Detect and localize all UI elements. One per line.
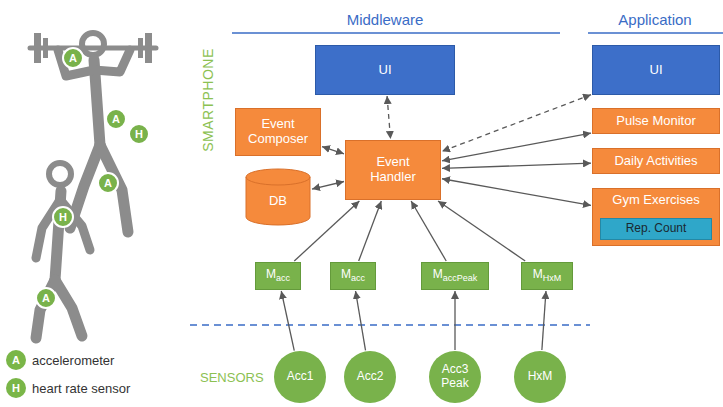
sensor-marker: H [128, 123, 150, 145]
ui-box: UI [592, 45, 720, 95]
node-text: acc [351, 273, 365, 283]
sensor-circle: HxM [514, 351, 566, 403]
node-text: A [112, 113, 120, 126]
node-text: A [104, 177, 112, 190]
node-text: H [59, 211, 67, 224]
connector-arrow [442, 163, 591, 168]
zone-label: SENSORS [200, 370, 264, 385]
module-box: MaccPeak [421, 262, 489, 290]
module-box: Macc [255, 262, 301, 290]
layer-heading: Middleware [347, 11, 424, 28]
process-box: Event Composer [235, 108, 321, 156]
connector-arrow [359, 201, 382, 261]
legend-letter: H [12, 382, 20, 394]
node-text: Rep. Count [626, 222, 687, 236]
connector-arrow [281, 291, 294, 351]
node-text: M [433, 268, 443, 282]
node-text: Gym Exercises [612, 193, 699, 208]
node-text: A [42, 292, 50, 305]
node-text: Acc3 Peak [431, 363, 479, 391]
process-box: Daily Activities [592, 148, 720, 174]
sensor-marker: A [105, 108, 127, 130]
sensor-circle: Acc1 [274, 351, 326, 403]
module-box: Macc [330, 262, 376, 290]
node-text: accPeak [443, 273, 478, 283]
ui-box: UI [315, 45, 455, 95]
database-cylinder: DB [245, 168, 311, 226]
layer-heading: Application [618, 11, 691, 28]
connector-arrow [542, 291, 546, 350]
sensor-circle: Acc2 [344, 351, 396, 403]
layer-divider [190, 324, 590, 326]
node-text: HxM [528, 370, 553, 384]
node-text: H [135, 128, 143, 141]
node-text: DB [269, 194, 287, 209]
node-text: acc [276, 273, 290, 283]
process-box: Pulse Monitor [592, 108, 720, 134]
sensor-marker: H [52, 206, 74, 228]
connector-arrow [387, 96, 390, 139]
connector-arrow [322, 147, 344, 154]
node-text: Acc2 [357, 370, 384, 384]
sensor-marker: A [35, 287, 57, 309]
legend-text: heart rate sensor [32, 381, 130, 396]
header-rules [232, 32, 723, 34]
connector-arrow [442, 133, 591, 161]
connector-arrow [411, 201, 446, 261]
legend-text: accelerometer [32, 353, 114, 368]
node-text: Daily Activities [614, 154, 697, 169]
node-text: M [341, 268, 351, 282]
zone-label: SMARTPHONE [200, 48, 216, 152]
connector-arrow [454, 291, 455, 350]
process-box: Gym ExercisesRep. Count [592, 188, 720, 246]
weightlifter-figure [30, 33, 156, 232]
connector-arrow [442, 95, 591, 152]
node-text: Event Handler [352, 155, 434, 185]
header-rule [588, 32, 723, 34]
sensor-marker: A [97, 172, 119, 194]
node-text: UI [650, 63, 663, 78]
header-rule [232, 32, 560, 34]
node-text: M [266, 268, 276, 282]
module-box: MHxM [521, 262, 573, 290]
legend-letter: A [12, 354, 20, 366]
node-text: Event Composer [242, 117, 314, 147]
node-text: HxM [543, 273, 562, 283]
sensor-circle: Acc3 Peak [429, 351, 481, 403]
function-box: Rep. Count [600, 218, 712, 240]
process-box: Event Handler [345, 140, 441, 200]
connector-arrow [356, 291, 366, 350]
connector-arrow [438, 201, 525, 261]
node-text: UI [379, 63, 392, 78]
walking-figure [36, 163, 90, 338]
node-text: Pulse Monitor [616, 114, 695, 129]
connector-arrow [312, 182, 344, 190]
node-text: Acc1 [287, 370, 314, 384]
node-text: M [533, 268, 543, 282]
node-text: A [69, 52, 77, 65]
connector-arrow [442, 179, 591, 206]
sensor-marker: A [62, 47, 84, 69]
